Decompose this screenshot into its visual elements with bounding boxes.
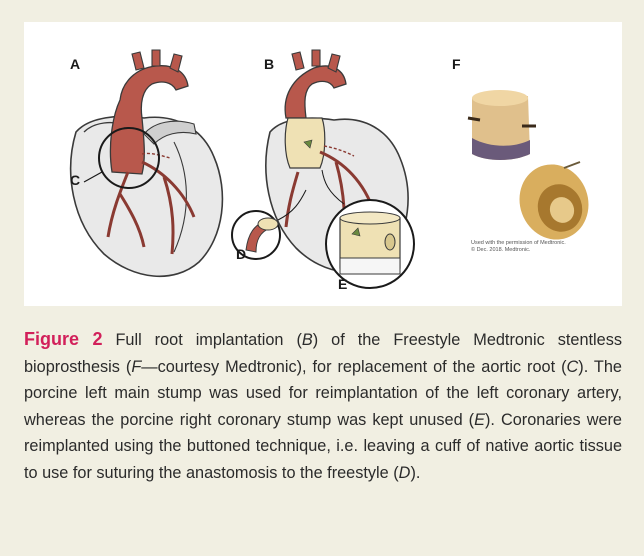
caption-ref-e: E bbox=[474, 411, 485, 429]
heart-a-drawing bbox=[71, 50, 223, 276]
panel-label-a: A bbox=[70, 56, 80, 72]
credit-line-1: Used with the permission of Medtronic. bbox=[471, 240, 611, 247]
caption-part: ). bbox=[410, 464, 420, 482]
caption-ref-c: C bbox=[567, 358, 579, 376]
caption-part: Full root implantation ( bbox=[102, 331, 301, 349]
caption-text: Full root implantation (B) of the Freest… bbox=[24, 331, 622, 482]
figure-caption: Figure 2 Full root implantation (B) of t… bbox=[24, 326, 622, 486]
caption-ref-f: F bbox=[131, 358, 141, 376]
figure-illustration: A B C D E F Used with the permission of … bbox=[24, 22, 622, 306]
panel-label-d: D bbox=[236, 246, 246, 262]
panel-label-c: C bbox=[70, 172, 80, 188]
figure-label: Figure 2 bbox=[24, 329, 102, 349]
image-credit: Used with the permission of Medtronic. ©… bbox=[471, 240, 611, 254]
heart-illustration bbox=[24, 22, 622, 306]
credit-line-2: © Dec. 2018. Medtronic. bbox=[471, 247, 611, 254]
panel-label-e: E bbox=[338, 276, 347, 292]
panel-label-f: F bbox=[452, 56, 461, 72]
caption-ref-d: D bbox=[399, 464, 411, 482]
caption-part: —courtesy Medtronic), for replacement of… bbox=[141, 358, 566, 376]
panel-label-b: B bbox=[264, 56, 274, 72]
heart-b-drawing bbox=[232, 50, 414, 288]
freestyle-valve-photo bbox=[468, 90, 599, 249]
caption-ref-b: B bbox=[302, 331, 313, 349]
